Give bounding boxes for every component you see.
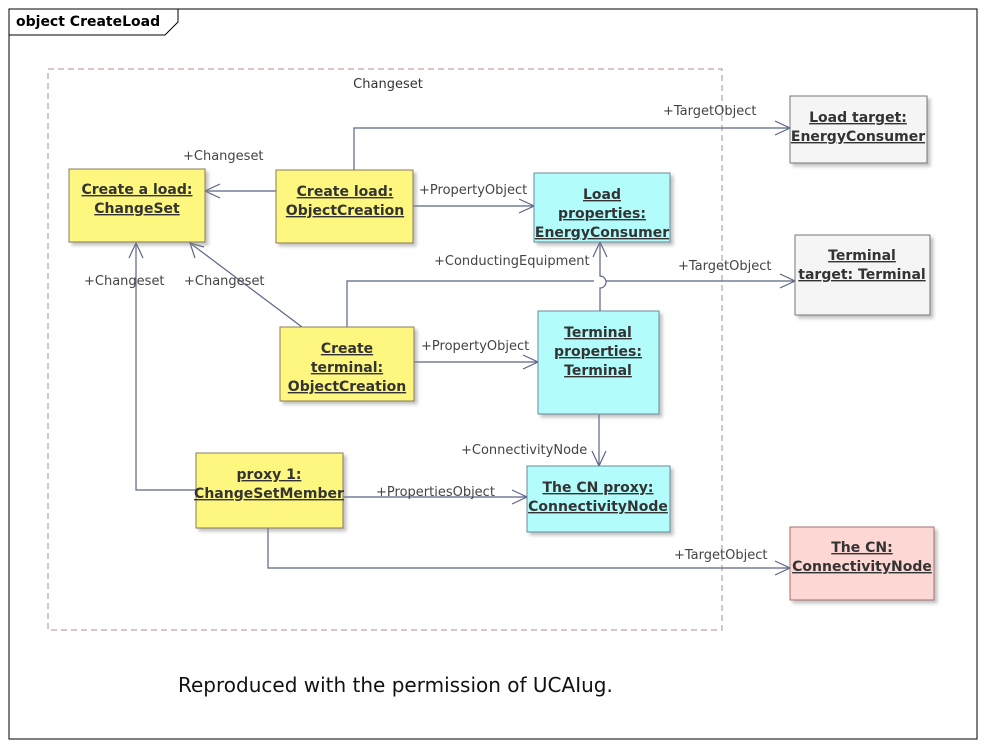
object-box: [789, 526, 935, 601]
object-name: Terminal: [828, 248, 896, 264]
object-name: Terminal: [564, 325, 632, 341]
object-box: [275, 169, 414, 244]
object-type: ChangeSet: [94, 201, 180, 217]
object-name: Create load:: [297, 184, 394, 200]
object-type: ConnectivityNode: [528, 499, 668, 515]
frame-title-tab: [8, 8, 179, 36]
object-name-cont: properties:: [554, 344, 642, 360]
object-the-cn[interactable]: The CN: ConnectivityNode: [789, 526, 935, 601]
object-name: The CN proxy:: [542, 480, 653, 496]
role-property-object-load: +PropertyObject: [419, 183, 527, 198]
role-changeset-b: +Changeset: [84, 274, 165, 289]
edge-createterminal-terminaltarget: [346, 280, 594, 327]
role-target-object-load: +TargetObject: [663, 104, 756, 119]
object-proxy[interactable]: proxy 1: ChangeSetMember: [194, 452, 344, 529]
object-box: [195, 452, 344, 529]
object-name: Load target:: [809, 110, 907, 126]
object-name: Load: [583, 187, 621, 203]
edge-createterminal-changeset: [189, 242, 303, 328]
role-target-object-terminal: +TargetObject: [678, 259, 771, 274]
object-type: Terminal: [564, 363, 632, 379]
arrowhead-changeset-b: [189, 242, 205, 259]
object-load-target[interactable]: Load target: EnergyConsumer: [789, 95, 928, 164]
role-connectivity-node: +ConnectivityNode: [461, 443, 587, 458]
object-name: The CN:: [831, 540, 892, 556]
role-target-object-cn: +TargetObject: [674, 548, 767, 563]
object-name: proxy 1:: [237, 467, 302, 483]
edge-proxy-thecn: [267, 528, 790, 569]
object-type: EnergyConsumer: [791, 129, 925, 145]
edge-terminalprops-loadprops: [599, 242, 607, 311]
object-box: [526, 465, 671, 533]
object-box: [537, 310, 660, 415]
frame-title: object CreateLoad: [16, 14, 160, 30]
object-type: ChangeSetMember: [194, 486, 344, 502]
object-box: [794, 234, 931, 316]
object-box: [279, 326, 415, 402]
object-load-properties[interactable]: Load properties: EnergyConsumer: [533, 172, 671, 243]
object-type: target: Terminal: [798, 267, 925, 283]
object-box: [533, 172, 671, 243]
role-conducting-equipment: +ConductingEquipment: [434, 254, 590, 269]
role-properties-object: +PropertiesObject: [376, 485, 495, 500]
object-type: ConnectivityNode: [792, 559, 932, 575]
object-name: Create: [321, 341, 373, 357]
object-box: [68, 168, 206, 243]
object-name-cont: properties:: [558, 206, 646, 222]
object-create-load-changeset[interactable]: Create a load: ChangeSet: [68, 168, 206, 243]
changeset-package: [47, 68, 723, 631]
changeset-package-label: Changeset: [353, 77, 423, 92]
object-type: ObjectCreation: [288, 379, 406, 395]
arrowhead-changeset-c: [128, 241, 144, 259]
object-terminal-target[interactable]: Terminal target: Terminal: [794, 234, 931, 316]
role-changeset-a: +Changeset: [183, 149, 264, 164]
object-create-load[interactable]: Create load: ObjectCreation: [275, 169, 414, 244]
object-name: Create a load:: [82, 182, 193, 198]
object-create-terminal[interactable]: Create terminal: ObjectCreation: [279, 326, 415, 402]
permission-footer: Reproduced with the permission of UCAIug…: [178, 673, 613, 697]
object-box: [789, 95, 928, 164]
object-type: EnergyConsumer: [535, 225, 669, 241]
role-changeset-c: +Changeset: [184, 274, 265, 289]
edge-proxy-changeset: [135, 243, 196, 491]
object-name-cont: terminal:: [311, 360, 383, 376]
object-cn-proxy[interactable]: The CN proxy: ConnectivityNode: [526, 465, 671, 533]
object-type: ObjectCreation: [286, 203, 404, 219]
role-property-object-terminal: +PropertyObject: [421, 339, 529, 354]
object-terminal-properties[interactable]: Terminal properties: Terminal: [537, 310, 660, 415]
edge-createload-loadtarget: [353, 127, 790, 170]
